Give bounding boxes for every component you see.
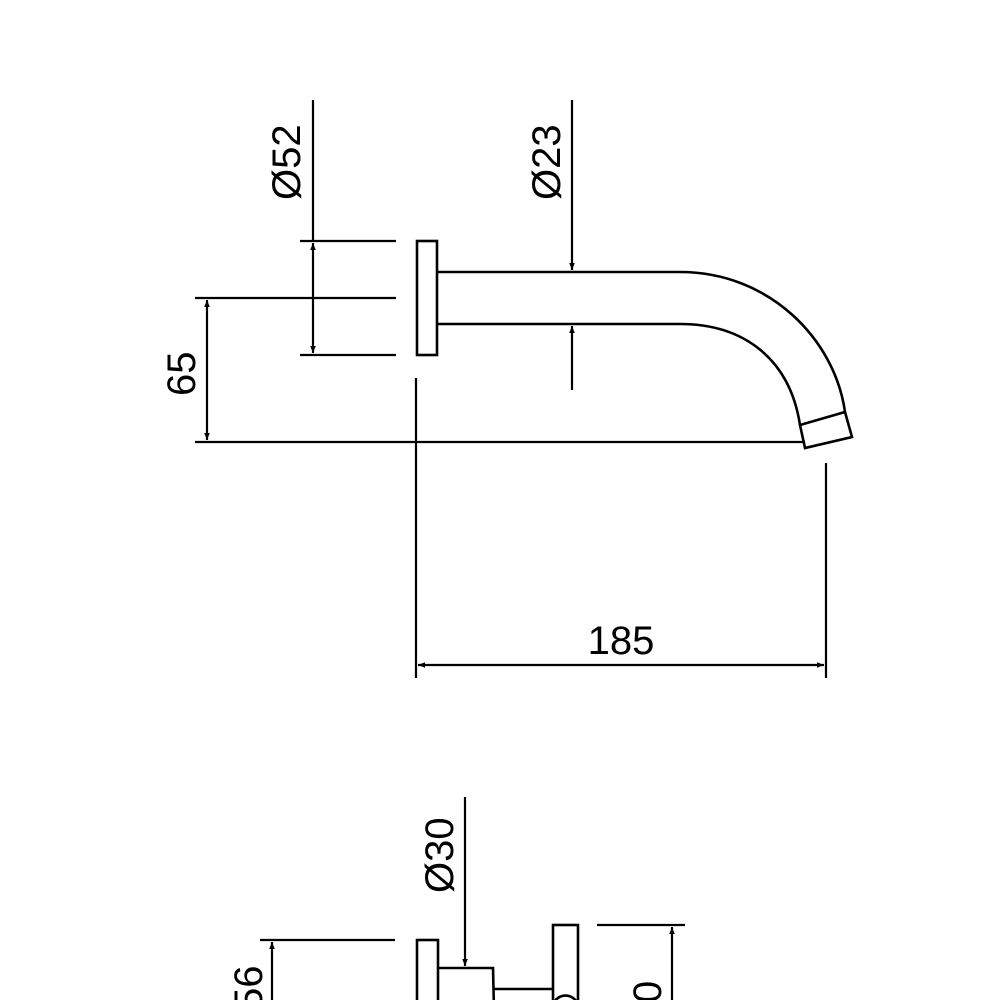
lower-view: Ø30 56 0 xyxy=(227,797,685,1000)
right-dimension-label: 0 xyxy=(626,981,670,1000)
left-dimension-label: 56 xyxy=(227,966,271,1000)
height-dimension: 65 xyxy=(160,296,805,444)
valve-body xyxy=(438,966,496,1000)
handle xyxy=(551,923,580,1000)
projection-dimension: 185 xyxy=(414,378,828,678)
projection-label: 185 xyxy=(588,619,655,663)
height-label: 65 xyxy=(160,352,204,397)
spout-outer-edge xyxy=(437,270,847,413)
spout-diameter-label: Ø23 xyxy=(525,124,569,200)
handle-detail xyxy=(554,994,577,1000)
aerator-outlet xyxy=(798,410,854,450)
flange-diameter-dimension: Ø52 xyxy=(265,100,396,357)
spout-diameter-dimension: Ø23 xyxy=(525,100,575,390)
spout-side-view xyxy=(415,239,854,450)
flange-diameter-label: Ø52 xyxy=(265,124,309,200)
spout-inner-edge xyxy=(437,322,802,426)
lower-flange xyxy=(415,938,440,1000)
wall-flange xyxy=(415,239,439,357)
body-diameter-label: Ø30 xyxy=(418,817,462,893)
